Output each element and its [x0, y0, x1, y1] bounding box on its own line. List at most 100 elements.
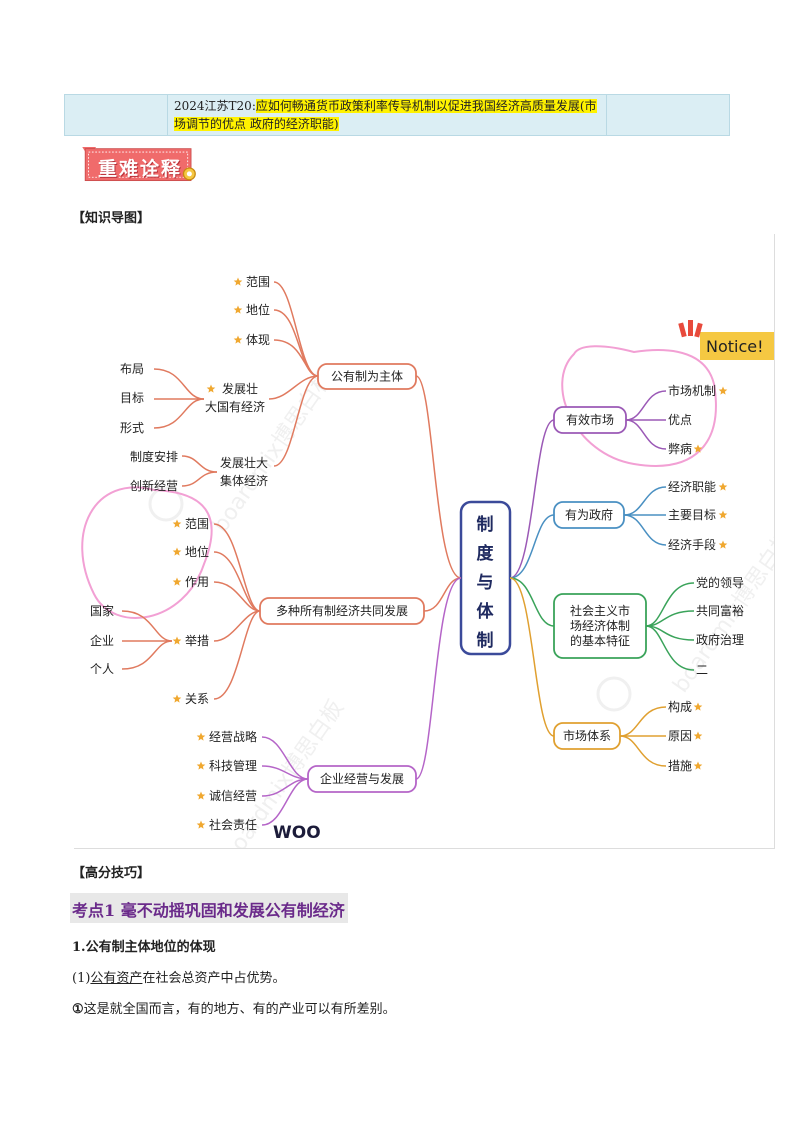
branch-public-ownership: [317, 363, 417, 390]
leaf-label: 科技管理: [209, 758, 257, 773]
leaf-label: 党的领导: [696, 575, 744, 590]
center-char: 度: [477, 543, 495, 564]
center-char: 体: [477, 601, 495, 622]
star-icon: [233, 277, 243, 286]
paragraph-1: (1)公有资产在社会总资产中占优势。: [72, 967, 285, 986]
header-question: 2024江苏T20:应如何畅通货币政策利率传导机制以促进我国经济高质量发展(市场…: [174, 97, 604, 133]
leaf-label: 经济手段: [668, 537, 716, 552]
mindmap-label: 【知识导图】: [72, 211, 151, 226]
center-char: 制: [477, 630, 494, 651]
branch-socialist-market-label: 的基本特征: [570, 633, 630, 648]
star-icon: [718, 482, 728, 491]
leaf-label: 创新经营: [130, 478, 178, 493]
section-title-bg: [70, 893, 348, 923]
leaf-label: 作用: [185, 575, 209, 589]
subsection-title: 1.公有制主体地位的体现: [72, 940, 216, 955]
leaf-label: 地位: [246, 302, 270, 317]
branch-market-system: [553, 722, 621, 750]
p1-underlined: 公有资产: [90, 971, 143, 986]
question-prefix: 2024江苏T20:: [174, 99, 256, 113]
star-icon: [196, 732, 206, 741]
branch-government-label: 有为政府: [565, 507, 613, 522]
leaf-label: 发展壮: [222, 381, 258, 396]
notice-sticker: Notice!: [678, 320, 774, 360]
leaf-label: 优点: [668, 413, 692, 427]
leaf-label: 关系: [185, 692, 209, 706]
branch-socialist-market-label: 场经济体制: [570, 618, 630, 633]
banner-title: 重难诠释: [98, 158, 183, 180]
branch-public-ownership-label: 公有制为主体: [331, 370, 403, 384]
leaf-label: 二: [696, 663, 708, 677]
star-icon: [693, 702, 703, 711]
leaf-label: 社会责任: [209, 817, 257, 832]
star-icon: [172, 519, 182, 528]
star-icon: [172, 577, 182, 586]
leaf-label: 政府治理: [696, 632, 744, 647]
branch-enterprise: [307, 765, 417, 793]
leaf-label: 主要目标: [668, 508, 716, 522]
star-icon: [718, 540, 728, 549]
leaf-label: 制度安排: [130, 449, 178, 464]
paragraph-2: ①这是就全国而言，有的地方、有的产业可以有所差别。: [72, 998, 396, 1017]
star-icon: [718, 510, 728, 519]
leaf-label: 国家: [90, 603, 114, 618]
banner-badge: [82, 147, 196, 182]
star-icon: [233, 305, 243, 314]
star-icon: [172, 636, 182, 645]
pink-loop-right: [561, 345, 717, 467]
header-cell-left: [64, 94, 168, 136]
star-icon: [693, 761, 703, 770]
leaf-label: 诚信经营: [209, 789, 257, 803]
leaf-label: 发展壮大: [220, 455, 268, 470]
leaf-label: 构成: [668, 699, 692, 714]
p1-prefix: (1): [72, 971, 91, 986]
svg-text:Notice!: Notice!: [706, 337, 764, 356]
woo-sticker: WOO: [273, 823, 321, 843]
leaf-label: 个人: [90, 662, 114, 676]
leaf-label: 举措: [185, 634, 209, 648]
mindmap: boardmix博思白板 boardmix博思白板 boardmix博思白板 制…: [81, 275, 774, 848]
branch-effective-market-label: 有效市场: [566, 412, 614, 427]
branch-socialist-market: [553, 593, 647, 659]
leaf-label: 弊病: [668, 441, 692, 456]
leaf-label: 大国有经济: [205, 399, 265, 414]
star-icon: [172, 694, 182, 703]
star-icon: [233, 335, 243, 344]
p2-marker: ①: [72, 1002, 84, 1017]
p2-text: 这是就全国而言，有的地方、有的产业可以有所差别。: [83, 1002, 396, 1017]
branch-enterprise-label: 企业经营与发展: [320, 771, 404, 786]
section-title: 考点1 毫不动摇巩固和发展公有制经济: [72, 901, 345, 920]
leaf-label: 范围: [185, 517, 209, 531]
leaf-label: 地位: [185, 544, 209, 559]
leaf-label: 原因: [668, 729, 692, 743]
star-icon: [172, 547, 182, 556]
leaf-label: 集体经济: [220, 473, 268, 488]
branch-multiple-ownership-label: 多种所有制经济共同发展: [276, 603, 408, 618]
pink-loop-left: [81, 486, 213, 619]
star-icon: [693, 731, 703, 740]
branch-government: [553, 501, 625, 529]
star-icon: [693, 444, 703, 453]
leaf-label: 形式: [120, 421, 144, 435]
leaf-label: 目标: [120, 391, 144, 405]
leaf-label: 体现: [246, 333, 270, 347]
mindmap-frame: [74, 234, 775, 849]
star-icon: [206, 384, 216, 393]
branch-effective-market: [553, 406, 627, 434]
leaf-label: 企业: [90, 633, 114, 648]
branch-socialist-market-label: 社会主义市: [570, 603, 630, 618]
leaf-label: 布局: [120, 362, 144, 376]
branch-multiple-ownership: [259, 597, 425, 625]
leaf-label: 经营战略: [209, 729, 257, 744]
leaf-label: 经济职能: [668, 479, 716, 494]
center-char: 制: [477, 514, 494, 535]
leaf-label: 共同富裕: [696, 603, 744, 618]
star-icon: [196, 820, 206, 829]
p1-rest: 在社会总资产中占优势。: [142, 971, 286, 986]
star-icon: [196, 761, 206, 770]
leaf-label: 措施: [668, 759, 692, 773]
svg-text:WOO: WOO: [273, 823, 321, 843]
leaf-label: 市场机制: [668, 383, 716, 398]
center-char: 与: [477, 573, 494, 593]
header-cell-right: [606, 94, 730, 136]
